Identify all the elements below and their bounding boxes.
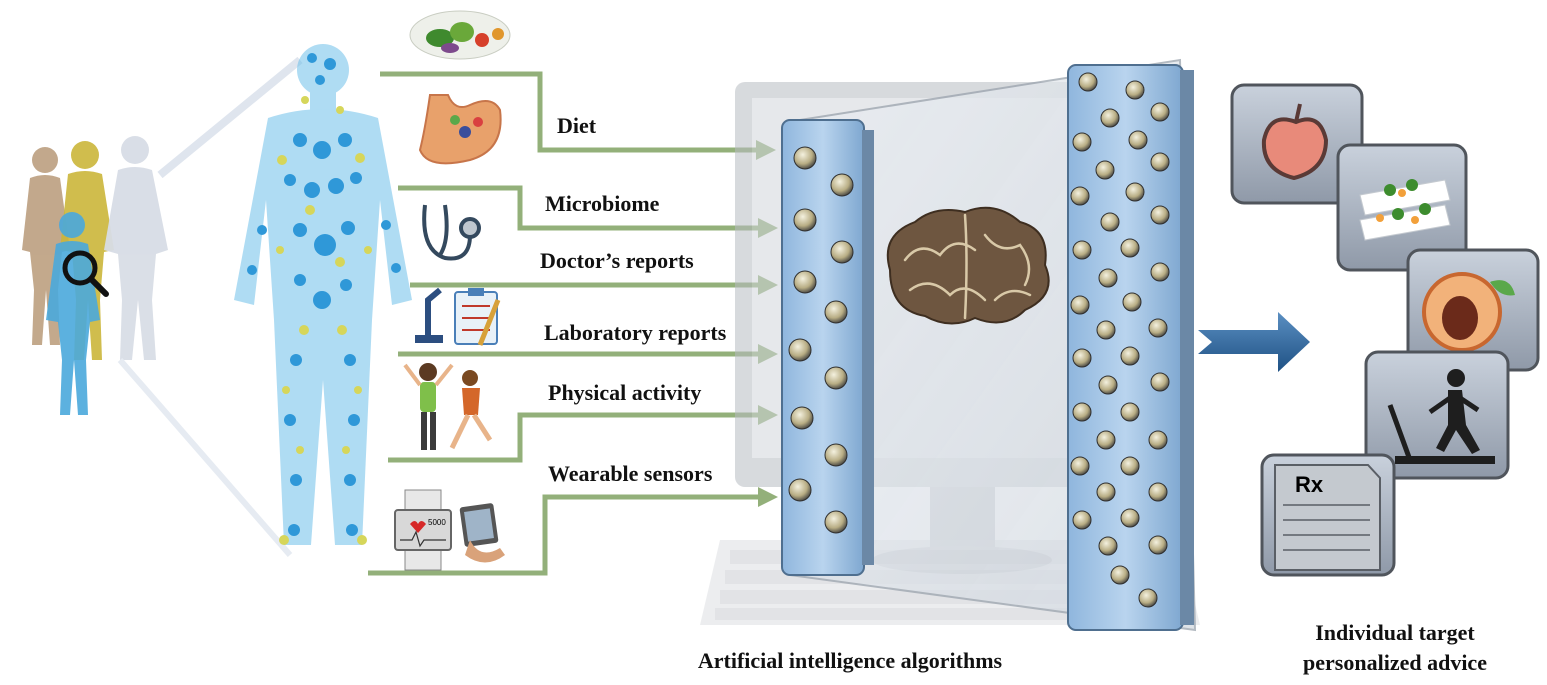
exercising-people-icon (403, 363, 493, 450)
output-neurons (1070, 72, 1170, 608)
connector-microbiome (398, 185, 762, 231)
input-label-microbiome: Microbiome (545, 191, 660, 216)
apple-tile (1230, 83, 1364, 205)
connector-wearable-sensors (368, 494, 762, 576)
output-arrow (1198, 312, 1310, 372)
stethoscope-icon (422, 204, 481, 261)
prescription-icon: Rx (1274, 464, 1381, 571)
input-label-wearable-sensors: Wearable sensors (548, 461, 713, 486)
microscope-clipboard-icon (415, 287, 501, 346)
molecular-human-figure (234, 44, 412, 545)
input-label-laboratory-reports: Laboratory reports (544, 320, 727, 345)
treadmill-runner-icon (1387, 369, 1495, 464)
peach-icon (1422, 272, 1515, 352)
salad-plates-icon (1359, 179, 1451, 241)
peach-tile (1406, 248, 1540, 372)
output-caption-line1: Individual target (1315, 620, 1475, 645)
connectors (368, 71, 762, 576)
silhouette-blue (46, 212, 100, 415)
input-neurons (788, 146, 854, 534)
sensor-readout: 5000 (428, 518, 446, 527)
prescription-tile: Rx (1260, 453, 1396, 577)
apple-icon (1261, 103, 1329, 181)
input-label-physical-activity: Physical activity (548, 380, 702, 405)
connector-physical-activity (388, 412, 762, 463)
prescription-label: Rx (1295, 472, 1324, 497)
input-label-doctors-reports: Doctor’s reports (540, 248, 694, 273)
ai-caption: Artificial intelligence algorithms (697, 648, 1003, 673)
population-silhouettes (22, 56, 303, 557)
output-caption-line2: personalized advice (1303, 650, 1487, 675)
stomach-icon (418, 94, 502, 165)
silhouette-white (104, 136, 168, 360)
smartwatch-tablet-icon: 5000 (394, 489, 505, 571)
vegetables-bowl-icon (409, 10, 511, 60)
treadmill-tile (1364, 350, 1510, 480)
zoom-line-bottom (117, 358, 293, 557)
salad-tile (1336, 143, 1468, 272)
connector-diet (380, 71, 760, 153)
magnifier-icon (62, 250, 109, 297)
neural-network-frame (781, 58, 1197, 632)
brain-icon (886, 206, 1050, 325)
zoom-line-top (157, 56, 303, 179)
input-label-diet: Diet (557, 113, 597, 138)
